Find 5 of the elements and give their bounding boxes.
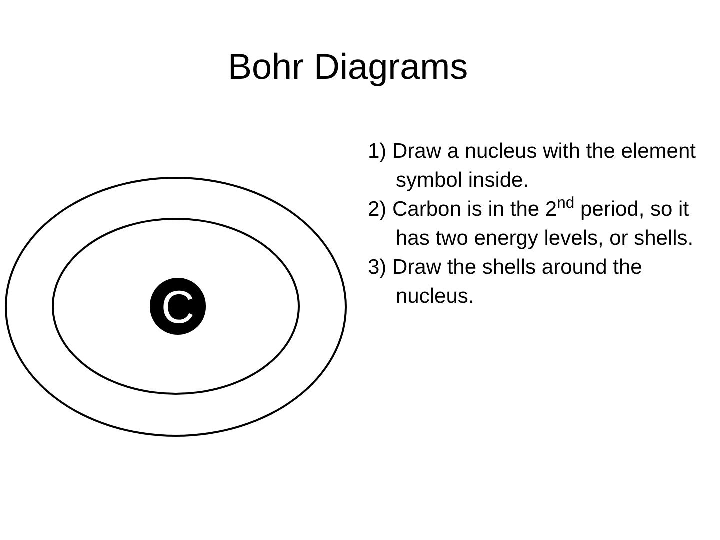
title: Bohr Diagrams	[228, 45, 468, 89]
step-text: 3) Draw the shells around the nucleus.	[367, 255, 644, 310]
element-symbol: C	[161, 284, 195, 330]
step-text: 2) Carbon is in the 2$^{nd}$ period, so it has two energy levels, or shells.	[367, 195, 695, 252]
step-text: 1) Draw a nucleus with the element symbol inside.	[367, 139, 697, 194]
